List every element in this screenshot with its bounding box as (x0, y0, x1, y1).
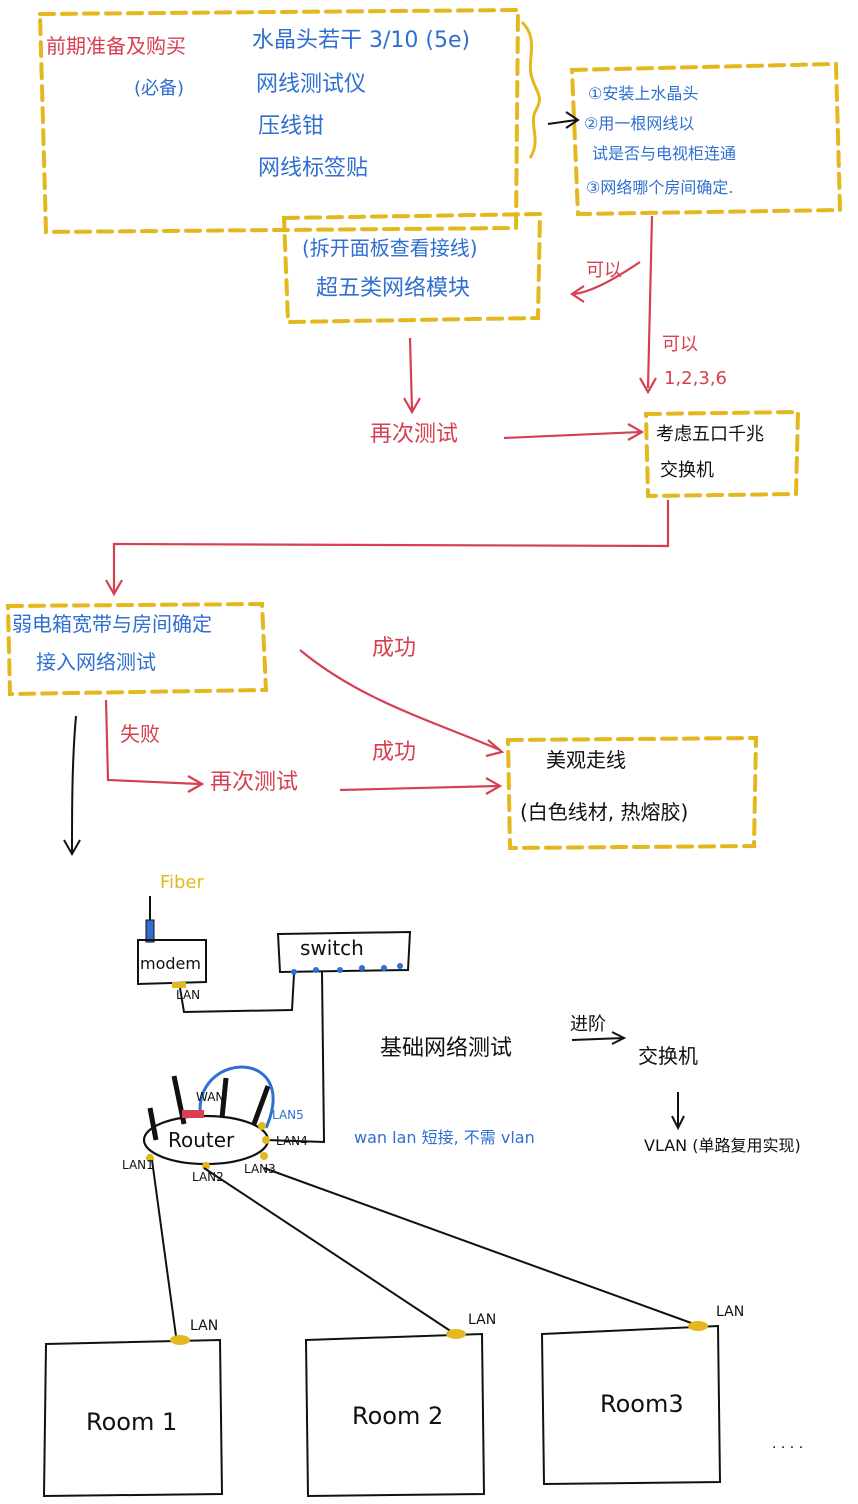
room1-box (42, 1338, 224, 1498)
arrow-steps-down (639, 215, 657, 395)
cable-room2 (203, 1167, 453, 1333)
room3-name: Room3 (600, 1390, 684, 1418)
step-item: ②用一根网线以 (584, 114, 695, 133)
label-switch-cn: 交换机 (638, 1044, 698, 1068)
wan-lan5-loop (198, 1065, 275, 1129)
weak-line2: 接入网络测试 (36, 650, 156, 674)
weak-line1: 弱电箱宽带与房间确定 (12, 612, 212, 636)
switch-box (276, 930, 412, 974)
label-switch: switch (300, 936, 364, 960)
label-fiber: Fiber (160, 872, 204, 893)
label-pins: 1,2,3,6 (664, 368, 727, 389)
label-success1: 成功 (372, 636, 417, 661)
step-item: 试是否与电视柜连通 (592, 144, 737, 163)
arrow-vlan (671, 1092, 685, 1131)
prep-item: 网线测试仪 (256, 72, 367, 97)
label-yes-left: 可以 (586, 260, 622, 281)
label-advanced: 进阶 (570, 1014, 606, 1035)
weak-box (5, 601, 269, 697)
arrow-weak-success (299, 649, 505, 758)
label-lan5: LAN5 (272, 1108, 304, 1122)
prep-subtitle: (必备) (134, 78, 185, 99)
panel-box (281, 211, 543, 325)
arrow-consider-to-weak (105, 500, 670, 597)
label-vlan: VLAN (单路复用实现) (644, 1136, 801, 1155)
label-modem: modem (140, 954, 201, 973)
room2-lan-label: LAN (468, 1312, 497, 1328)
cable-line1: 美观走线 (546, 748, 626, 772)
label-basic-test: 基础网络测试 (380, 1036, 513, 1061)
label-fail: 失败 (120, 722, 160, 746)
consider-line1: 考虑五口千兆 (656, 424, 764, 445)
label-success2: 成功 (372, 740, 417, 765)
brace (520, 20, 541, 159)
arrow-retest2-success (339, 777, 503, 795)
room1-lan-label: LAN (190, 1318, 219, 1334)
room1-name: Room 1 (86, 1408, 178, 1436)
steps-box (569, 61, 843, 217)
label-retest2: 再次测试 (210, 770, 299, 795)
panel-line1: (拆开面板查看接线) (302, 236, 478, 260)
room2-name: Room 2 (352, 1402, 444, 1430)
consider-switch-box (643, 409, 801, 499)
arrow-panel-down (403, 337, 421, 415)
label-lan1: LAN1 (122, 1158, 154, 1172)
label-wan: WAN (196, 1090, 225, 1104)
modem-switch-cable (179, 973, 295, 1014)
modem-box (137, 939, 207, 986)
label-retest1: 再次测试 (370, 422, 459, 447)
cable-box (505, 735, 759, 851)
prep-item: 压线钳 (258, 114, 325, 139)
cable-line2: (白色线材, 热熔胶) (520, 800, 689, 824)
cable-room1 (151, 1159, 177, 1337)
label-lan3: LAN3 (244, 1162, 276, 1176)
step-item: ③网络哪个房间确定. (586, 178, 734, 197)
arrow-fail-down (104, 699, 205, 793)
label-modem-lan: LAN (176, 988, 201, 1002)
room2-box (304, 1332, 486, 1498)
label-yes-down: 可以 (662, 334, 698, 355)
arrow-to-panel (570, 261, 641, 303)
label-lan4: LAN4 (276, 1134, 308, 1148)
label-lan2: LAN2 (192, 1170, 224, 1184)
step-item: ①安装上水晶头 (588, 84, 699, 103)
arrow-prep-to-steps (547, 111, 580, 129)
prep-title: 前期准备及购买 (46, 34, 186, 58)
consider-line2: 交换机 (660, 460, 714, 481)
label-wan-note: wan lan 短接, 不需 vlan (354, 1128, 535, 1147)
arrow-retest-to-consider (503, 423, 645, 441)
cable-room3 (263, 1167, 695, 1325)
prep-item: 网线标签贴 (258, 156, 369, 181)
arrow-advanced (571, 1031, 627, 1045)
room3-lan-label: LAN (716, 1304, 745, 1320)
arrow-weak-to-diagram (63, 715, 81, 857)
label-router: Router (168, 1128, 235, 1152)
ellipsis: · · · · (772, 1440, 804, 1456)
switch-router-cable (265, 971, 326, 1144)
prep-item: 水晶头若干 3/10 (5e) (252, 28, 471, 53)
panel-line2: 超五类网络模块 (316, 276, 471, 301)
room3-box (540, 1324, 722, 1486)
prep-box (37, 7, 521, 235)
